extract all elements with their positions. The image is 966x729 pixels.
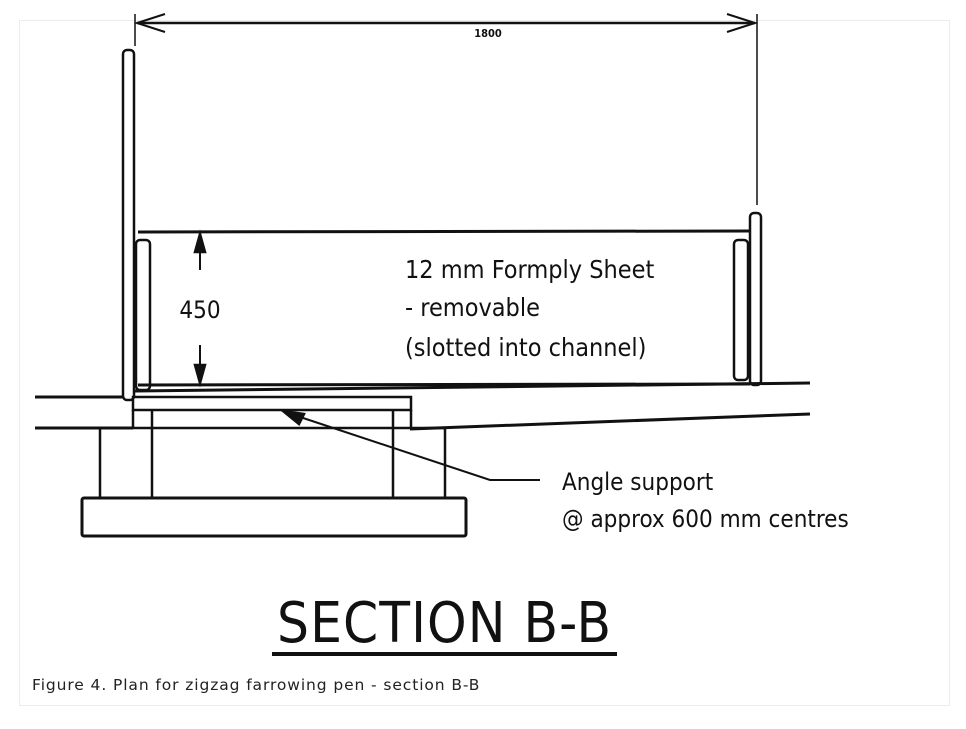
right-post: [748, 211, 763, 387]
support-label-line2: @ approx 600 mm centres: [562, 505, 849, 533]
left-post: [121, 48, 136, 402]
support-label-line1: Angle support: [562, 468, 713, 496]
section-title: SECTION B-B: [277, 591, 611, 656]
height-label: 450: [179, 296, 220, 324]
figure-frame: [19, 20, 950, 706]
leader-arrow: [278, 409, 540, 481]
concrete-pier: [80, 426, 468, 538]
width-dimension: [133, 13, 759, 205]
figure-caption: Figure 4. Plan for zigzag farrowing pen …: [32, 676, 481, 694]
angle-support: [131, 395, 413, 428]
width-label: 1800: [474, 27, 502, 40]
height-dimension: [193, 229, 207, 388]
sheet-label-line1: 12 mm Formply Sheet: [405, 255, 654, 284]
sheet-label-line2: - removable: [405, 293, 540, 322]
sheet-label-line3: (slotted into channel): [405, 333, 646, 362]
